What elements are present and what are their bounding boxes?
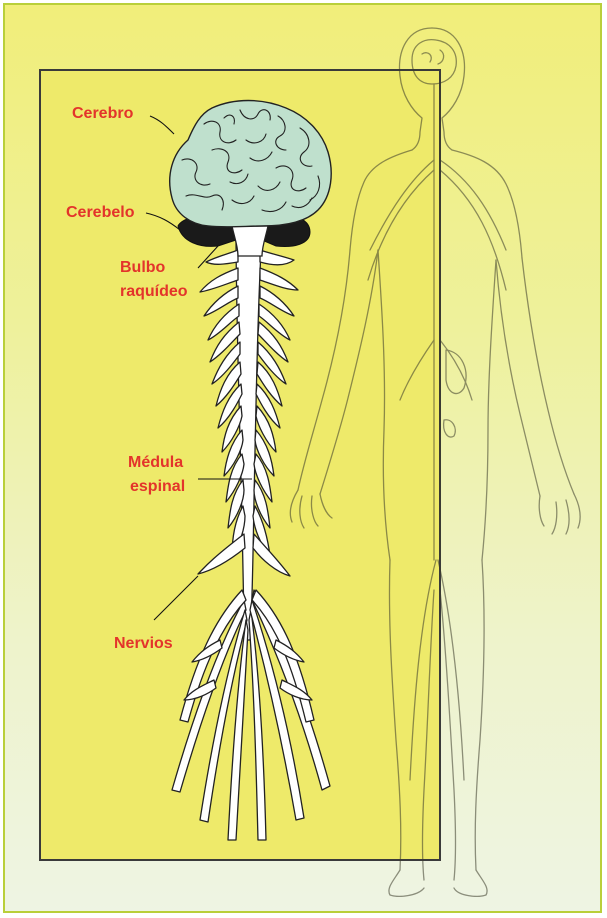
label-medula-line2: espinal bbox=[130, 477, 185, 496]
label-cerebro: Cerebro bbox=[72, 104, 133, 123]
label-nervios: Nervios bbox=[114, 634, 173, 653]
brain-shape bbox=[170, 101, 331, 227]
cerebro-leader bbox=[150, 116, 174, 134]
medulla-shape bbox=[232, 226, 268, 256]
cerebelo-leader bbox=[146, 213, 180, 230]
nervios-leader bbox=[154, 576, 198, 620]
label-bulbo-line1: Bulbo bbox=[120, 258, 165, 277]
label-medula-line1: Médula bbox=[128, 453, 183, 472]
human-body-outline bbox=[290, 28, 580, 896]
label-bulbo-line2: raquídeo bbox=[120, 282, 188, 301]
spinal-cord bbox=[172, 232, 330, 840]
label-cerebelo: Cerebelo bbox=[66, 203, 134, 222]
